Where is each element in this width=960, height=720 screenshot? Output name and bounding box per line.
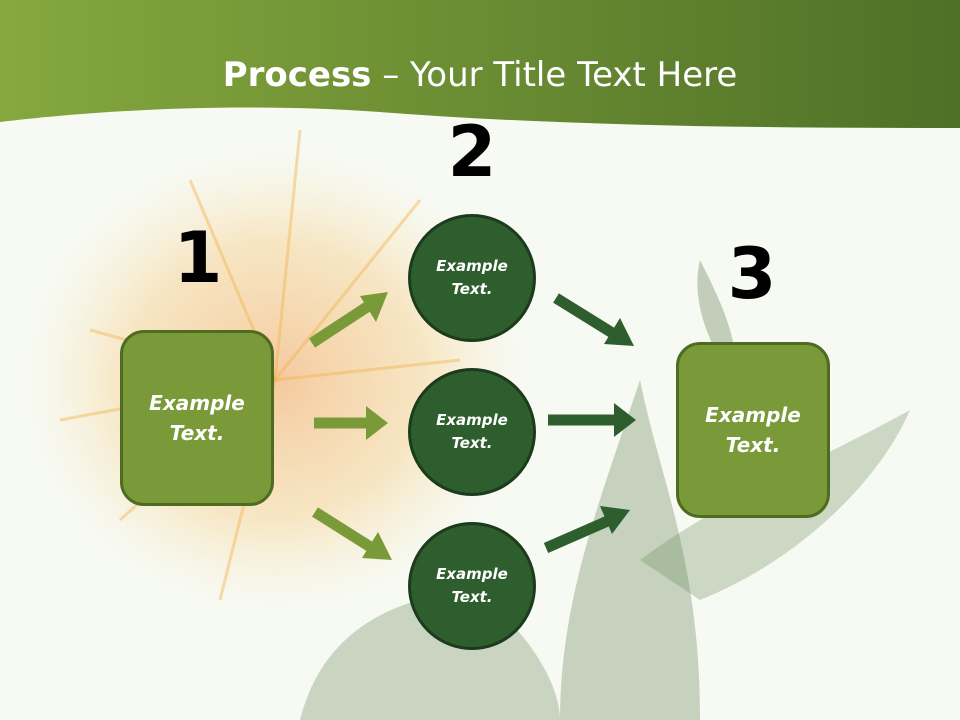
arrow-group-right: [543, 293, 636, 554]
arrow-group-left: [308, 292, 392, 560]
step-number-1: 1: [173, 217, 223, 299]
step-3-text: Example Text.: [705, 403, 801, 457]
title-rest: – Your Title Text Here: [371, 55, 738, 95]
arrow-icon: [548, 403, 636, 437]
arrow-icon: [312, 507, 392, 560]
step-number-2: 2: [447, 111, 497, 193]
arrow-icon: [543, 506, 630, 554]
step-2-circle-bottom[interactable]: Example Text.: [408, 522, 536, 650]
circle-text: Example Text.: [436, 411, 508, 452]
arrow-icon: [308, 292, 388, 348]
step-2-circle-middle[interactable]: Example Text.: [408, 368, 536, 496]
slide-title: Process – Your Title Text Here: [0, 52, 960, 98]
title-bold: Process: [222, 55, 372, 95]
step-1-text: Example Text.: [149, 391, 245, 445]
arrow-icon: [314, 406, 388, 440]
header-band: [0, 0, 960, 128]
arrow-icon: [553, 293, 634, 346]
step-2-circle-top[interactable]: Example Text.: [408, 214, 536, 342]
step-number-3: 3: [727, 233, 777, 315]
circle-text: Example Text.: [436, 257, 508, 298]
circle-text: Example Text.: [436, 565, 508, 606]
step-1-box[interactable]: Example Text.: [120, 330, 274, 506]
step-3-box[interactable]: Example Text.: [676, 342, 830, 518]
